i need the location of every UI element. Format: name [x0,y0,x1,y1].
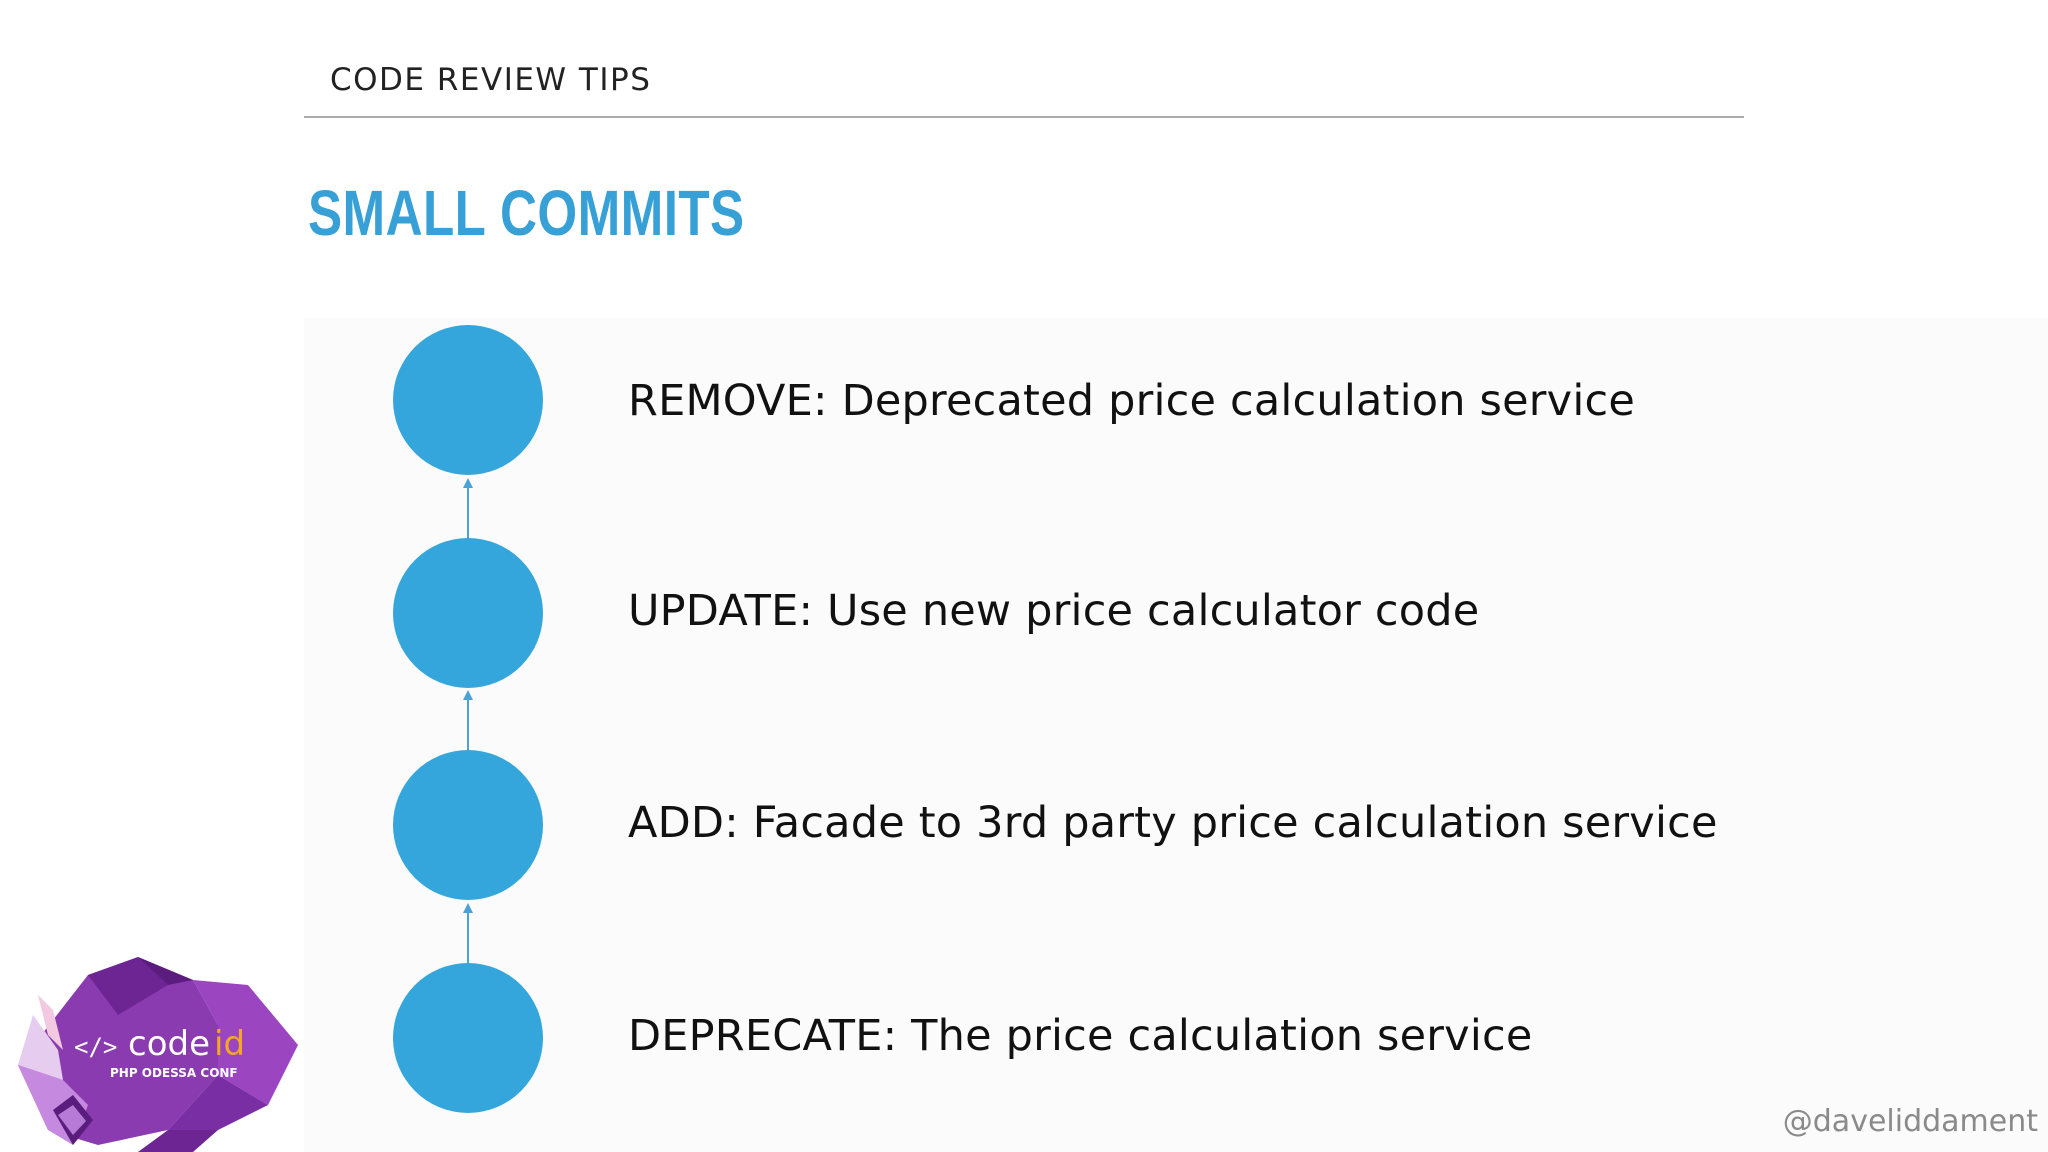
commit-dot-update [393,538,543,688]
logo-mark-text: </> [74,1033,117,1061]
header-divider [304,116,1744,118]
slide-title: SMALL COMMITS [308,177,745,249]
commit-dot-deprecate [393,963,543,1113]
logo-tagline: PHP ODESSA CONF [110,1066,238,1080]
commit-label-add: ADD: Facade to 3rd party price calculati… [628,798,1718,848]
commit-dot-add [393,750,543,900]
content-panel [304,318,2048,1152]
arrow-up-icon [463,690,473,752]
commit-label-deprecate: DEPRECATE: The price calculation service [628,1011,1533,1061]
commit-dot-remove [393,325,543,475]
arrow-up-icon [463,903,473,965]
commit-label-remove: REMOVE: Deprecated price calculation ser… [628,376,1635,426]
commit-label-update: UPDATE: Use new price calculator code [628,586,1480,636]
author-handle: @daveliddament [1782,1104,2038,1139]
logo-brand-id: id [214,1024,245,1064]
codeit-conference-logo: </> code id PHP ODESSA CONF [18,957,298,1152]
logo-brand-code: code [128,1024,210,1064]
header-title: CODE REVIEW TIPS [330,62,652,98]
arrow-up-icon [463,478,473,540]
